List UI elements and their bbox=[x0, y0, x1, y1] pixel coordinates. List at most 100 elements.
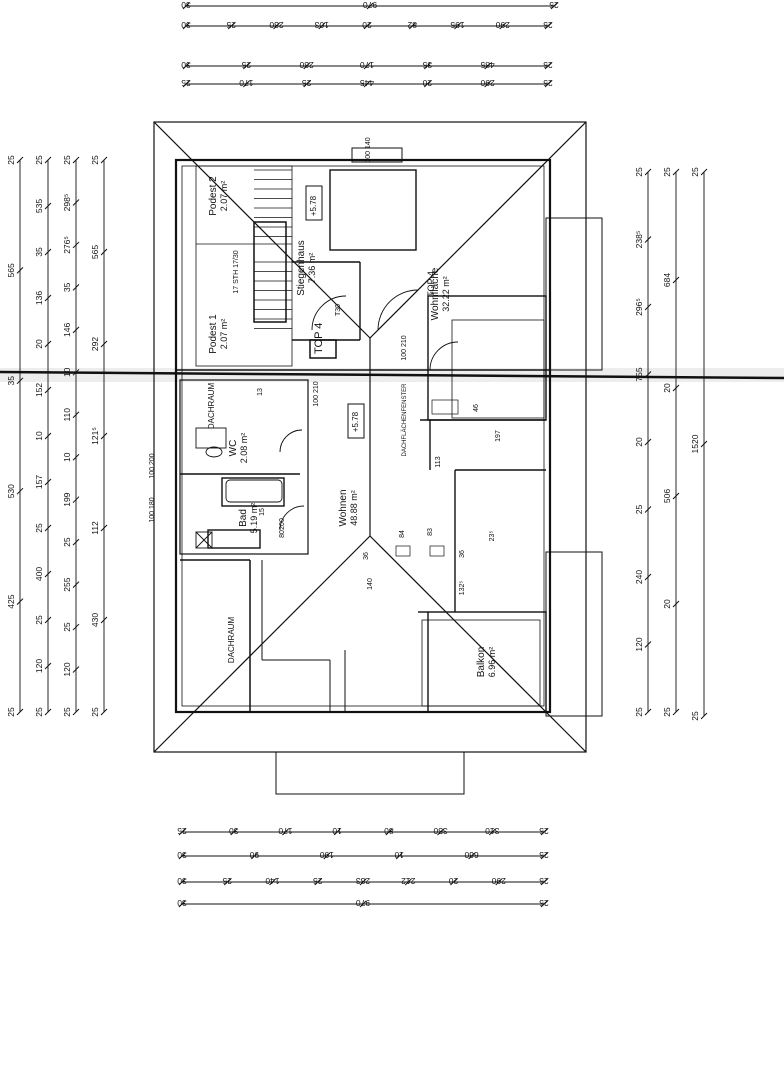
dimension-value: 1520 bbox=[690, 434, 700, 453]
dimension-value: 25 bbox=[226, 20, 236, 30]
dimension-value: 10 bbox=[34, 431, 44, 441]
dimension-value: 25 bbox=[90, 155, 100, 165]
room-area: 7.36 m² bbox=[307, 253, 317, 284]
level-marker-box bbox=[347, 403, 365, 439]
dimension-value: 25 bbox=[62, 537, 72, 547]
building-walls bbox=[174, 158, 552, 714]
dimension-value: 170 bbox=[360, 60, 374, 70]
dimension-value: 10 bbox=[62, 452, 72, 462]
dimension-value: 445 bbox=[360, 78, 374, 88]
room-name: WC bbox=[228, 440, 239, 457]
room-area: 48.88 m² bbox=[349, 490, 359, 526]
opening-size: 100 200 bbox=[149, 453, 156, 478]
dimension-value: 25 bbox=[543, 78, 553, 88]
room-name: DACHRAUM bbox=[227, 617, 236, 664]
balcony-projections bbox=[275, 147, 603, 795]
dimension-value: 230 bbox=[299, 60, 313, 70]
dimension-value: 240 bbox=[634, 570, 644, 584]
small-dimension: 15 bbox=[259, 508, 266, 516]
small-dimension: 132⁵ bbox=[459, 581, 466, 596]
dimension-value: 121⁵ bbox=[90, 427, 100, 445]
small-dimension: 46 bbox=[473, 404, 480, 412]
dimension-value: 146 bbox=[62, 322, 72, 336]
dimension-value: 970 bbox=[356, 898, 370, 908]
dimension-value: 20 bbox=[362, 20, 372, 30]
small-dimension: 80 bbox=[279, 530, 286, 538]
dimension-value: 25 bbox=[539, 826, 549, 836]
dimension-value: 20 bbox=[34, 339, 44, 349]
room-name: Wohnen bbox=[338, 489, 349, 526]
dimension-value: 35 bbox=[34, 247, 44, 257]
dimension-value: 276⁵ bbox=[62, 236, 72, 254]
dimension-value: 25 bbox=[690, 711, 700, 721]
room-name: DACHRAUM bbox=[207, 383, 216, 430]
dimension-value: 30 bbox=[177, 898, 187, 908]
small-dimension: 23⁵ bbox=[489, 531, 496, 542]
dimension-value: 25 bbox=[241, 60, 251, 70]
dimension-value: 290 bbox=[491, 876, 505, 886]
dimension-value: 25 bbox=[62, 155, 72, 165]
dimension-value: 25 bbox=[543, 60, 553, 70]
dimension-value: 20 bbox=[662, 599, 672, 609]
dimension-value: 10 bbox=[62, 367, 72, 377]
dimension-value: 110 bbox=[62, 408, 72, 422]
room-area: 2.07 m² bbox=[219, 319, 229, 350]
dimension-value: 660 bbox=[464, 850, 478, 860]
dimension-value: 25 bbox=[539, 850, 549, 860]
dimension-value: 430 bbox=[90, 613, 100, 627]
dimension-value: 25 bbox=[34, 155, 44, 165]
interior-walls bbox=[179, 169, 547, 713]
dimension-value: 296⁵ bbox=[634, 298, 644, 316]
dimension-value: 30 bbox=[177, 876, 187, 886]
dimension-value: 290 bbox=[495, 20, 509, 30]
level-marker: +5.78 bbox=[351, 411, 360, 432]
dimension-value: 485 bbox=[480, 60, 494, 70]
dimension-value: 25 bbox=[662, 167, 672, 177]
dimension-value: 25 bbox=[690, 167, 700, 177]
dimension-value: 35 bbox=[62, 282, 72, 292]
dimension-value: 20 bbox=[449, 876, 459, 886]
opening-size: 100 210 bbox=[313, 381, 320, 406]
dimension-value: 25 bbox=[222, 876, 232, 886]
dimension-value: 425 bbox=[6, 594, 16, 608]
dimension-value: 103 bbox=[314, 20, 328, 30]
dimension-value: 506 bbox=[662, 489, 672, 503]
dimension-value: 10 bbox=[394, 850, 404, 860]
dimension-value: 212 bbox=[401, 876, 415, 886]
dimension-value: 30 bbox=[229, 826, 239, 836]
dimension-value: 298⁵ bbox=[62, 194, 72, 212]
room-name: Bad bbox=[238, 509, 249, 527]
dimension-value: 35 bbox=[422, 60, 432, 70]
dimension-value: 190 bbox=[319, 850, 333, 860]
small-dimension: 197 bbox=[495, 430, 502, 442]
dimension-value: 684 bbox=[662, 273, 672, 287]
small-dimension: 140 bbox=[367, 578, 374, 590]
dimension-value: 30 bbox=[181, 0, 191, 10]
dimension-value: 170 bbox=[239, 78, 253, 88]
dimension-value: 25 bbox=[62, 622, 72, 632]
opening-size: 100 180 bbox=[149, 497, 156, 522]
room-area: 2.08 m² bbox=[239, 433, 249, 464]
dimension-value: 292 bbox=[90, 337, 100, 351]
dimension-value: 35 bbox=[6, 376, 16, 386]
dimension-value: 80 bbox=[384, 826, 394, 836]
dimension-value: 25 bbox=[539, 876, 549, 886]
dimension-value: 20 bbox=[422, 78, 432, 88]
level-marker-box bbox=[305, 185, 323, 221]
room-name: Wohnfläche bbox=[430, 267, 441, 320]
dimension-value: 25 bbox=[177, 826, 187, 836]
dimension-value: 90 bbox=[249, 850, 259, 860]
dimension-value: 140 bbox=[265, 876, 279, 886]
dimension-value: 535 bbox=[34, 199, 44, 213]
small-dimension: 13 bbox=[257, 388, 264, 396]
small-dimension: 83 bbox=[427, 528, 434, 536]
stair-note: 17 STH 17/30 bbox=[233, 250, 240, 293]
room-area: 6.96 m² bbox=[487, 647, 497, 678]
room-name: Stiegenhaus bbox=[296, 240, 307, 296]
dimension-value: 30 bbox=[181, 20, 191, 30]
dimension-value: 233 bbox=[356, 876, 370, 886]
dimension-value: 25 bbox=[539, 898, 549, 908]
dimension-value: 25 bbox=[662, 707, 672, 717]
room-area: 32.22 m² bbox=[441, 276, 451, 312]
